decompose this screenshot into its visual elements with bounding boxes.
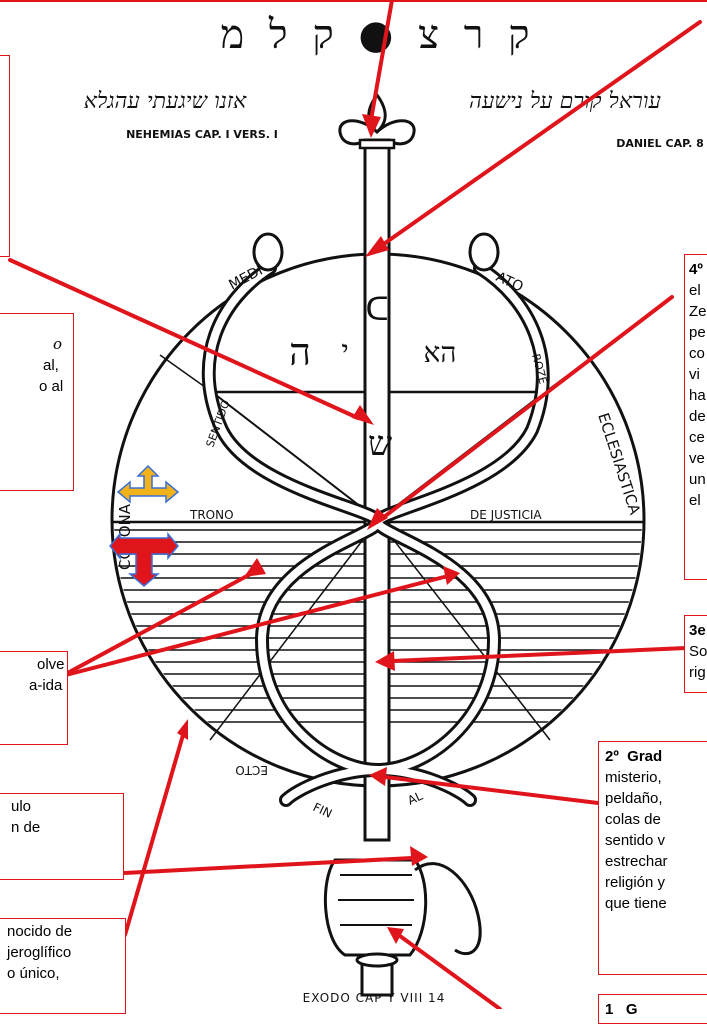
grado2-line-4: sentido v: [605, 830, 707, 851]
grado4-title: 4º: [689, 259, 707, 280]
cross-icon-gold: [118, 466, 178, 502]
nocido-line-2: jeroglífico: [7, 942, 119, 963]
nocido-line-3: o único,: [7, 963, 119, 984]
right-hebrew: עוראל קורם על נישעה: [469, 89, 661, 114]
right-reference: DANIEL CAP. 8: [616, 137, 704, 150]
left-reference: NEHEMIAS CAP. I VERS. I: [126, 128, 278, 141]
grado4-line-8: ce: [689, 427, 707, 448]
mid-left-line-2: al,: [43, 355, 67, 376]
solve-line-1: olve: [37, 654, 61, 675]
grado2-line-1: misterio,: [605, 767, 707, 788]
label-fin: FIN: [311, 800, 335, 821]
grado2-title: 2º Grad: [605, 746, 707, 767]
grado4-line-2: Ze: [689, 301, 707, 322]
lower-x-right: [378, 520, 550, 740]
ulo-line-2: n de: [11, 817, 117, 838]
grado2-line-3: colas de: [605, 809, 707, 830]
box-grado2: 2º Grad misterio, peldaño, colas de sent…: [598, 741, 707, 975]
label-al: AL: [405, 789, 425, 808]
grado3-title: 3e: [689, 620, 707, 641]
label-ecto: ECTO: [235, 763, 268, 777]
grado4-line-10: un: [689, 469, 707, 490]
mid-left-line-3: o al: [39, 376, 67, 397]
box-grado3: 3e So rig: [684, 615, 707, 693]
grado4-line-7: de: [689, 406, 707, 427]
grado4-line-9: ve: [689, 448, 707, 469]
box-top-left: [0, 55, 10, 257]
staff-glyph-4: הא: [424, 336, 457, 369]
staff-glyph-3: י: [341, 334, 348, 367]
grado2-line-7: que tiene: [605, 893, 707, 914]
label-trono: TRONO: [189, 508, 234, 522]
arrow-heads: [177, 114, 460, 944]
nocido-line-1: nocido de: [7, 921, 119, 942]
top-hebrew: ק ר צ ● ק ל מ: [220, 12, 535, 58]
serpent-head-right: [470, 234, 498, 270]
grado3-line-2: rig: [689, 662, 707, 683]
box-solve: olve a-ida: [0, 651, 68, 745]
solve-line-2: a-ida: [29, 675, 61, 696]
box-mid-left: o al, o al: [0, 313, 74, 491]
ulo-line-1: ulo: [11, 796, 117, 817]
grado4-line-4: co: [689, 343, 707, 364]
grado4-line-5: vi: [689, 364, 707, 385]
grado2-line-6: religión y: [605, 872, 707, 893]
box-nocido: nocido de jeroglífico o único,: [0, 918, 126, 1014]
staff-glyph-1: ᑕ: [365, 290, 388, 328]
staff-glyph-5: ש: [368, 424, 392, 464]
label-de-justicia: DE JUSTICIA: [470, 508, 542, 522]
grado4-line-1: el: [689, 280, 707, 301]
box-grado1: 1 G: [598, 994, 707, 1024]
staff-glyph-2: ה: [289, 330, 311, 374]
grado4-line-6: ha: [689, 385, 707, 406]
grado4-line-3: pe: [689, 322, 707, 343]
grado2-line-5: estrechar: [605, 851, 707, 872]
box-ulo: ulo n de: [0, 793, 124, 880]
box-grado4: 4º el Ze pe co vi ha de ce ve un el: [684, 254, 707, 580]
hand: [325, 860, 480, 995]
grado3-line-1: So: [689, 641, 707, 662]
grado4-line-11: el: [689, 490, 707, 511]
fleur-collar: [360, 140, 394, 148]
mid-left-line-1: o: [53, 334, 67, 355]
grado2-line-2: peldaño,: [605, 788, 707, 809]
left-hebrew: אזנו שיגעתי עהגלא: [84, 89, 247, 114]
grado1-title: 1 G: [605, 999, 707, 1020]
